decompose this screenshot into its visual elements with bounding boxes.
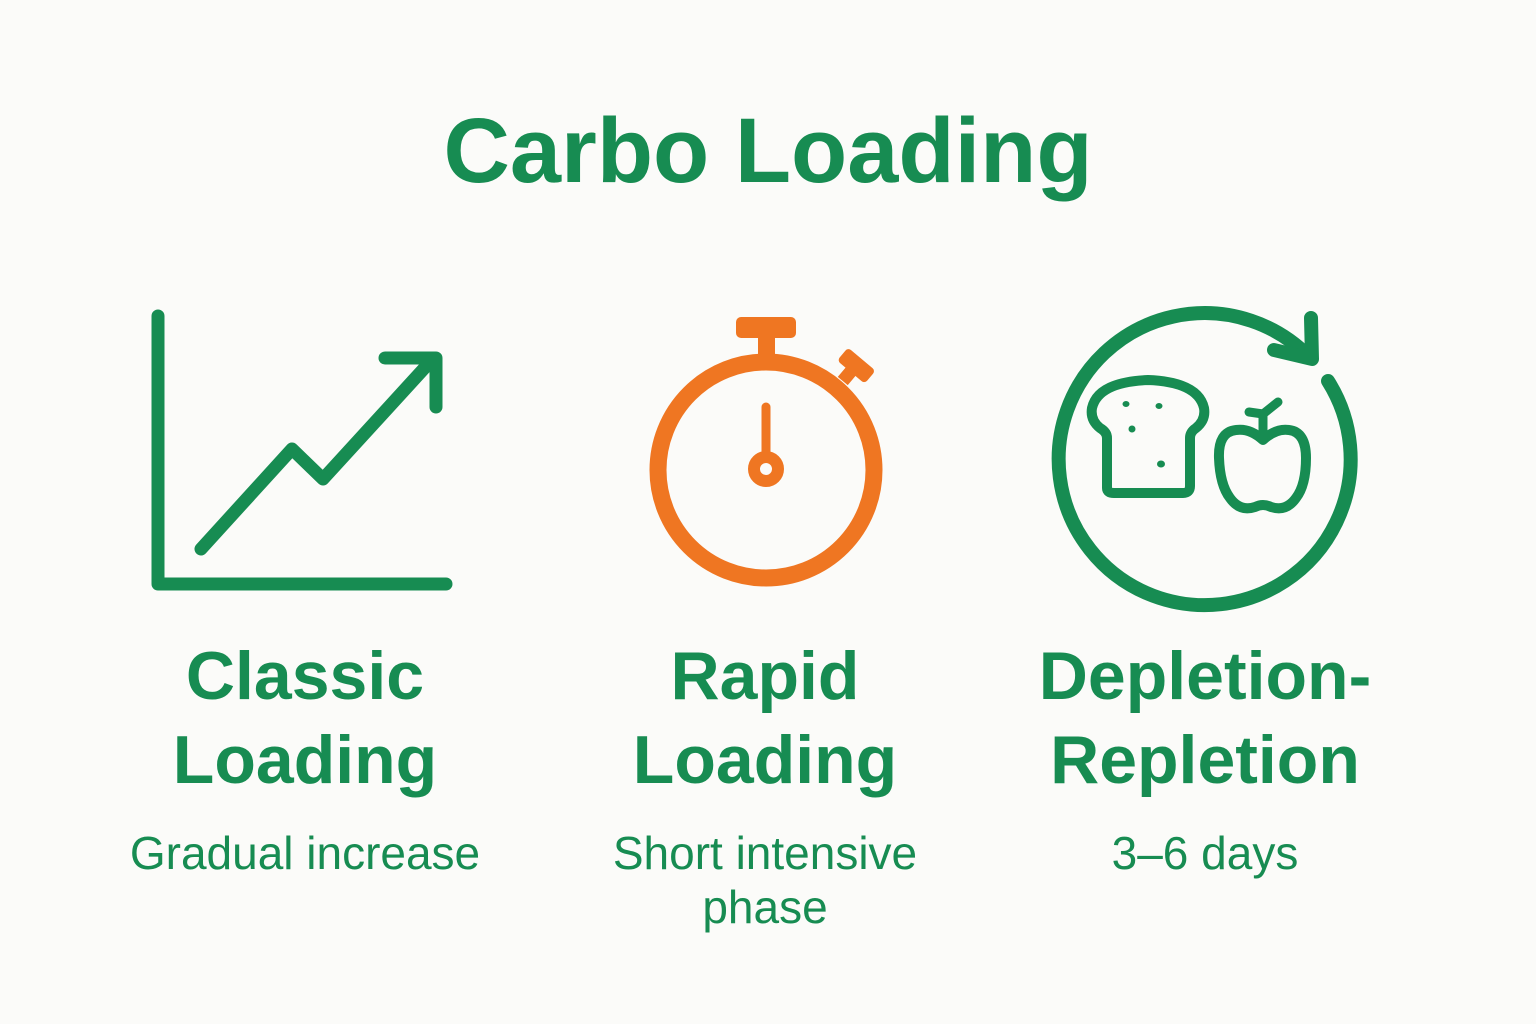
method-title-line2: Loading bbox=[632, 722, 898, 798]
method-title-line2: Repletion bbox=[1050, 722, 1360, 798]
method-depletion-repletion-description: 3–6 days bbox=[980, 826, 1430, 880]
method-classic-loading-title: Classic Loading bbox=[80, 634, 530, 802]
method-description-line1: Short intensive bbox=[612, 827, 918, 879]
method-classic-loading-description: Gradual increase bbox=[80, 826, 530, 880]
method-title-line1: Rapid bbox=[670, 638, 860, 714]
method-description-line2: phase bbox=[702, 881, 828, 933]
method-rapid-loading-description: Short intensive phase bbox=[540, 826, 990, 934]
page-title: Carbo Loading bbox=[443, 100, 1093, 202]
method-rapid-loading-title: Rapid Loading bbox=[540, 634, 990, 802]
method-depletion-repletion-title: Depletion- Repletion bbox=[980, 634, 1430, 802]
method-title-line2: Loading bbox=[172, 722, 438, 798]
method-description-line1: Gradual increase bbox=[129, 827, 481, 879]
method-title-line1: Depletion- bbox=[1038, 638, 1372, 714]
method-description-line1: 3–6 days bbox=[1111, 827, 1299, 879]
method-title-line1: Classic bbox=[185, 638, 425, 714]
